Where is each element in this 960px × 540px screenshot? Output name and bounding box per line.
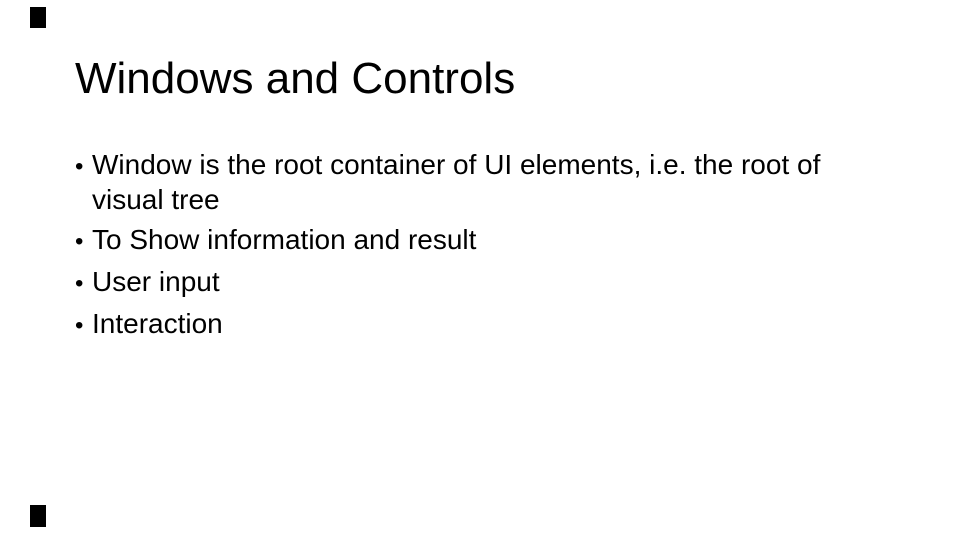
bullet-list: • Window is the root container of UI elem… [75, 148, 830, 342]
corner-mark-top [30, 7, 46, 28]
bullet-dot-icon: • [75, 228, 84, 255]
bullet-dot-icon: • [75, 312, 84, 339]
bullet-text: Window is the root container of UI eleme… [92, 149, 821, 215]
slide-title: Windows and Controls [75, 54, 516, 103]
bullet-item: • To Show information and result [75, 223, 830, 258]
bullet-item: • Interaction [75, 307, 830, 342]
bullet-text: To Show information and result [92, 224, 477, 255]
bullet-item: • Window is the root container of UI elem… [75, 148, 830, 216]
bullet-text: Interaction [92, 308, 223, 339]
bullet-dot-icon: • [75, 153, 84, 180]
bullet-text: User input [92, 266, 220, 297]
corner-mark-bottom [30, 505, 46, 527]
bullet-item: • User input [75, 265, 830, 300]
bullet-dot-icon: • [75, 270, 84, 297]
